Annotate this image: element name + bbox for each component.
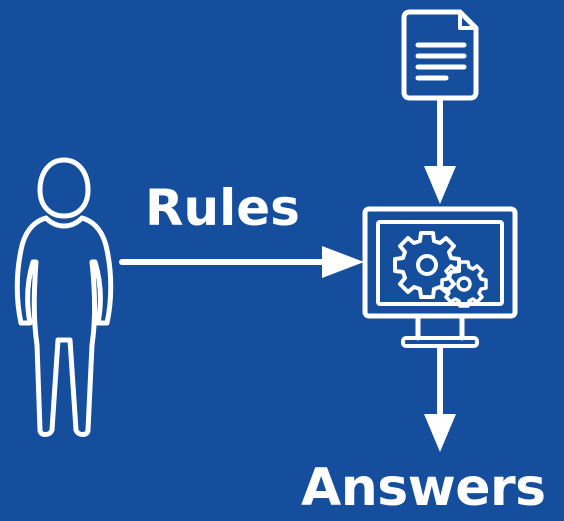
document-icon (401, 9, 479, 101)
arrow-document-to-computer (424, 99, 456, 204)
computer-with-gears-icon (362, 206, 518, 348)
answers-label: Answers (301, 458, 546, 518)
small-gear-icon (440, 260, 488, 308)
arrow-answers (424, 345, 456, 452)
person-icon (14, 157, 114, 437)
rules-label: Rules (145, 179, 300, 237)
arrow-rules (119, 246, 364, 278)
large-gear-icon (393, 231, 461, 299)
